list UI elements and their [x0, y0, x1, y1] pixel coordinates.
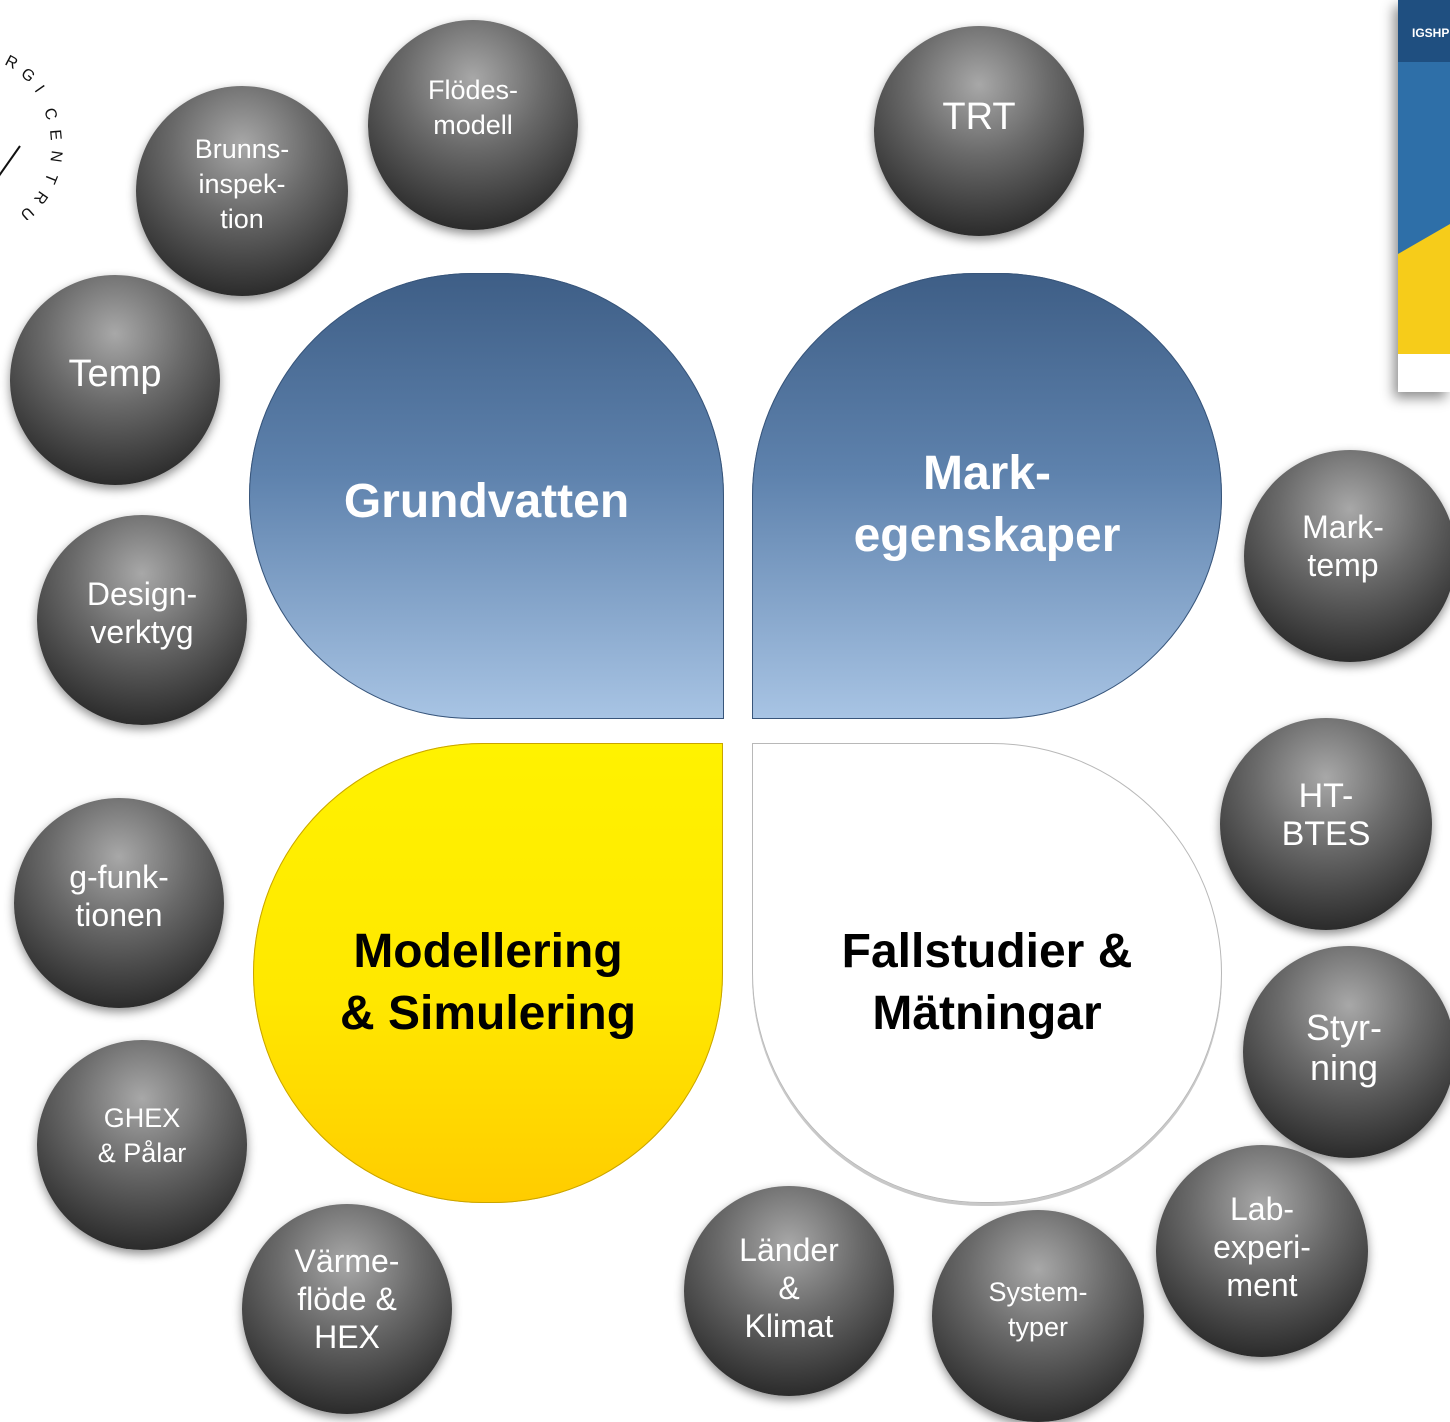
- svg-text:U: U: [17, 203, 37, 220]
- petal-markegenskaper-label: Mark- egenskaper: [853, 447, 1121, 562]
- bubble-temp: Temp: [10, 275, 220, 485]
- bubble-flodesmodell-label: Flödes- modell: [427, 75, 519, 140]
- bubble-flodesmodell: Flödes- modell: [368, 20, 578, 230]
- svg-text:T: T: [41, 171, 61, 187]
- bubble-marktemp-label: Mark- temp: [1302, 509, 1384, 583]
- petal-fallstudier: Fallstudier & Mätningar: [752, 743, 1222, 1203]
- bubble-lander: Länder & Klimat: [684, 1186, 894, 1396]
- svg-text:G: G: [17, 65, 37, 86]
- conference-poster-image: IGSHP: [1398, 0, 1450, 392]
- bubble-trt-label: TRT: [942, 96, 1016, 138]
- bubble-designverktyg-label: Design- verktyg: [86, 576, 198, 650]
- bubble-systemtyper: System- typer: [932, 1210, 1144, 1422]
- bubble-ghex: GHEX & Pålar: [37, 1040, 247, 1250]
- bubble-designverktyg: Design- verktyg: [37, 515, 247, 725]
- bubble-ht-btes-label: HT- BTES: [1281, 777, 1371, 853]
- petal-fallstudier-label: Fallstudier & Mätningar: [841, 925, 1133, 1040]
- bubble-temp-label: Temp: [68, 353, 162, 395]
- bubble-varmeflode: Värme- flöde & HEX: [242, 1204, 452, 1414]
- svg-text:I: I: [31, 83, 47, 96]
- bubble-lander-label: Länder & Klimat: [739, 1232, 839, 1344]
- svg-text:R: R: [2, 53, 20, 73]
- bubble-brunnsinspektion-label: Brunns- inspek- tion: [194, 133, 290, 234]
- bubble-styrning-label: Styr- ning: [1306, 1007, 1382, 1088]
- bubble-g-funktionen-label: g-funk- tionen: [69, 859, 169, 933]
- petal-markegenskaper: Mark- egenskaper: [752, 273, 1222, 719]
- bubble-styrning: Styr- ning: [1243, 946, 1450, 1158]
- bubble-brunnsinspektion: Brunns- inspek- tion: [136, 86, 348, 296]
- poster-label: IGSHP: [1412, 26, 1450, 40]
- bubble-g-funktionen: g-funk- tionen: [14, 798, 224, 1008]
- bubble-marktemp: Mark- temp: [1244, 450, 1450, 662]
- center-logo-fragment: R G I C E N T R U: [0, 20, 100, 223]
- svg-text:C: C: [40, 106, 60, 122]
- petal-modellering-label: Modellering & Simulering: [339, 925, 637, 1040]
- bubble-systemtyper-label: System- typer: [988, 1277, 1088, 1342]
- bubble-trt: TRT: [874, 26, 1084, 236]
- svg-text:R: R: [30, 188, 51, 207]
- bubble-labexperiment-label: Lab- experi- ment: [1213, 1191, 1311, 1303]
- bubble-labexperiment: Lab- experi- ment: [1156, 1145, 1368, 1357]
- bubble-ht-btes: HT- BTES: [1220, 718, 1432, 930]
- svg-text:E: E: [46, 129, 64, 141]
- petal-modellering: Modellering & Simulering: [253, 743, 723, 1203]
- bubble-ghex-label: GHEX & Pålar: [97, 1103, 187, 1168]
- petal-grundvatten: Grundvatten: [249, 273, 724, 719]
- svg-text:N: N: [46, 149, 64, 163]
- bubble-varmeflode-label: Värme- flöde & HEX: [294, 1243, 400, 1355]
- petal-grundvatten-label: Grundvatten: [343, 475, 630, 528]
